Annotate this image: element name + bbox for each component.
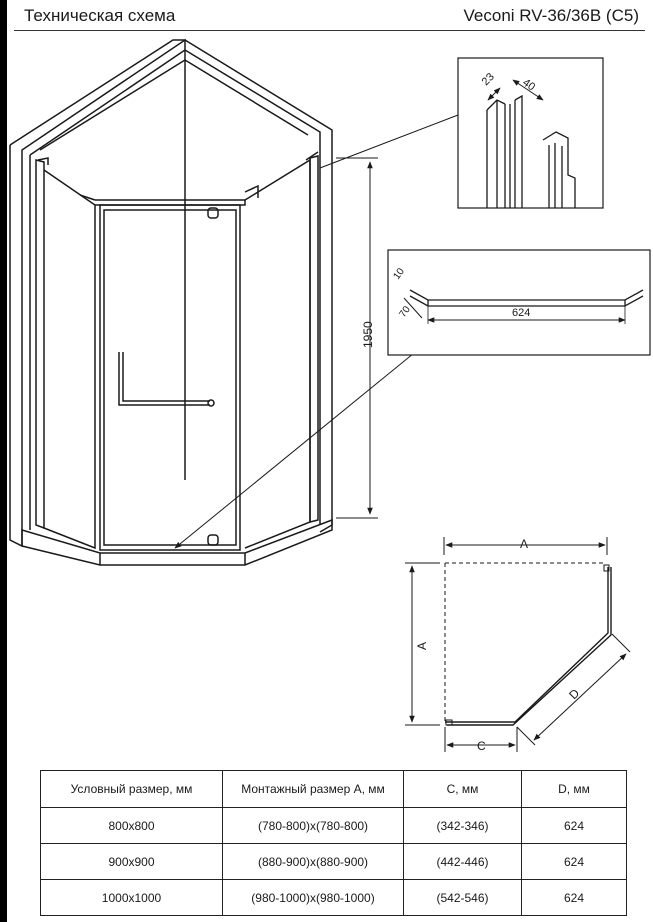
base-dim-624: 624 <box>512 307 530 319</box>
spec-table: Условный размер, мм Монтажный размер А, … <box>40 770 627 916</box>
header-c: С, мм <box>403 770 522 808</box>
shower-tray <box>21 518 333 566</box>
header-d: D, мм <box>521 770 627 808</box>
table-cell: 624 <box>521 843 627 880</box>
plan-label-c: C <box>477 739 486 753</box>
plan-view <box>405 537 631 752</box>
left-edge-bar <box>0 0 7 922</box>
right-side-panel <box>244 158 311 549</box>
table-row: 900x900 (880-900)x(880-900) (442-446) 62… <box>40 843 627 880</box>
table-cell: (342-346) <box>403 807 522 844</box>
table-cell: (880-900)x(880-900) <box>222 843 404 880</box>
table-row: 800x800 (780-800)x(780-800) (342-346) 62… <box>40 807 627 844</box>
header-nominal-size: Условный размер, мм <box>40 770 223 808</box>
table-cell: (542-546) <box>403 879 522 916</box>
plan-label-a-top: A <box>520 537 528 551</box>
hinge-bottom <box>207 534 219 546</box>
door-panel <box>99 204 241 551</box>
page-title: Техническая схема <box>24 6 176 25</box>
enclosure-3d-view <box>9 38 459 566</box>
door-handle <box>118 352 210 406</box>
plan-label-a-left: A <box>415 642 429 650</box>
base-detail-box: 624 10 70 <box>387 249 651 356</box>
plan-label-d: D <box>566 686 582 702</box>
header-mounting-size: Монтажный размер А, мм <box>222 770 404 808</box>
height-dimension <box>336 157 378 519</box>
title-underline <box>14 30 645 31</box>
table-cell: (980-1000)x(980-1000) <box>222 879 404 916</box>
profile-detail-box: 23 40 <box>457 57 604 209</box>
hinge-top <box>207 207 219 219</box>
left-side-panel <box>43 169 96 550</box>
table-header-row: Условный размер, мм Монтажный размер А, … <box>40 770 627 808</box>
table-cell: 800x800 <box>40 807 223 844</box>
profile-dim-40: 40 <box>520 77 537 94</box>
model-name: Veconi RV-36/36B (C5) <box>463 6 639 25</box>
left-wall-profile <box>35 159 45 530</box>
table-cell: (442-446) <box>403 843 522 880</box>
table-cell: (780-800)x(780-800) <box>222 807 404 844</box>
right-wall-profile <box>309 155 319 523</box>
table-cell: 624 <box>521 807 627 844</box>
table-cell: 624 <box>521 879 627 916</box>
table-row: 1000x1000 (980-1000)x(980-1000) (542-546… <box>40 879 627 916</box>
table-cell: 900x900 <box>40 843 223 880</box>
height-label: 1950 <box>361 321 375 348</box>
table-cell: 1000x1000 <box>40 879 223 916</box>
